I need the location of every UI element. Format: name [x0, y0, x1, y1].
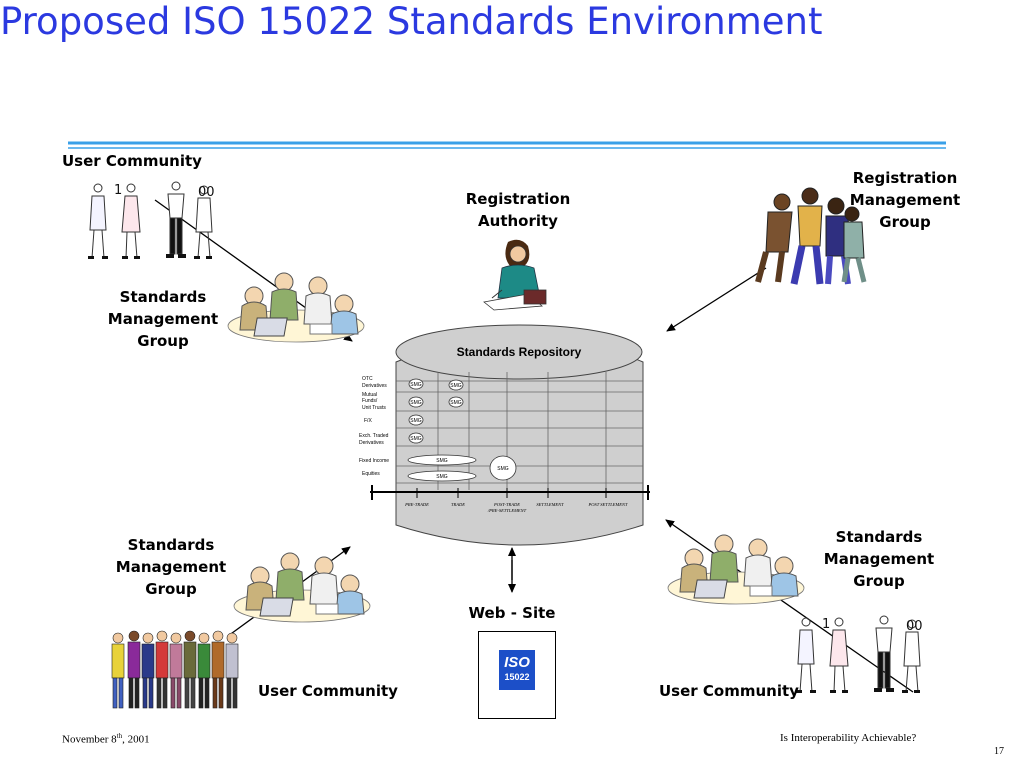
meeting-group-icon: [667, 534, 805, 605]
standards-repository: [370, 324, 650, 546]
label-line: Authority: [478, 212, 558, 230]
row-label-equities: Equities: [362, 471, 380, 477]
smg-marker: [448, 396, 464, 408]
axis-label-pre-trade: PRE-TRADE: [404, 502, 429, 507]
smg-marker: [408, 378, 424, 390]
iso-logo-icon: ISO 15022: [499, 650, 535, 690]
row-label-fixed-income: Fixed Income: [359, 458, 389, 464]
label-line: Standards: [835, 528, 923, 546]
arrow-rmg-to-repo: [666, 267, 767, 332]
registrar-woman-icon: [483, 239, 547, 311]
footer-center-text: Is Interoperability Achievable?: [780, 732, 917, 744]
axis-label-pre-settlement: /PRE-SETTLEMENT: [487, 508, 527, 513]
page-title: Proposed ISO 15022 Standards Environment: [0, 0, 823, 43]
axis-label-settlement: SETTLEMENT: [536, 502, 564, 507]
label-line: Standards: [119, 288, 207, 306]
row-label-otc-1: OTC: [362, 376, 373, 382]
axis-label-post-settlement: POST SETTLEMENT: [587, 502, 628, 507]
meeting-group-icon: [233, 552, 371, 623]
label-smg-bottom-left: Standards Management Group: [112, 534, 230, 600]
smg-label: SMG: [497, 466, 509, 472]
smg-marker: [408, 396, 424, 408]
label-line: Registration: [465, 190, 571, 208]
smg-marker: [489, 455, 517, 481]
people-group-icon: [111, 630, 239, 709]
smg-marker: [407, 470, 477, 482]
svg-text:1: 1: [822, 617, 830, 632]
svg-text:00: 00: [906, 619, 923, 634]
row-label-mutual-2: Funds/: [362, 398, 378, 404]
repository-title: Standards Repository: [457, 345, 582, 359]
footer-date: November 8th, 2001: [62, 732, 150, 746]
footer-date-prefix: November 8: [62, 733, 117, 746]
meeting-group-icon: [227, 272, 365, 343]
smg-label: SMG: [436, 458, 448, 464]
axis-label-trade: TRADE: [451, 502, 465, 507]
smg-label: SMG: [410, 400, 422, 406]
iso-logo-number: 15022: [504, 672, 530, 682]
label-user-community-bottom-left: User Community: [258, 682, 398, 700]
smg-marker: [408, 414, 424, 426]
smg-labels: SMG SMG SMG SMG SMG SMG SMG SMG SMG: [410, 382, 509, 480]
label-line: Management: [823, 550, 935, 568]
row-label-otc-2: Derivatives: [362, 383, 387, 389]
label-line: Group: [879, 213, 931, 231]
smg-label: SMG: [410, 382, 422, 388]
website-box: ISO 15022: [478, 631, 556, 719]
label-user-community-bottom-right: User Community: [659, 682, 799, 700]
label-web-site: Web - Site: [468, 604, 556, 622]
smg-label: SMG: [410, 436, 422, 442]
row-label-mutual-3: Unit Trusts: [362, 405, 386, 411]
smg-marker: [408, 432, 424, 444]
label-line: Management: [107, 310, 219, 328]
row-label-exch-2: Derivatives: [359, 440, 384, 446]
svg-text:1: 1: [114, 183, 122, 198]
row-label-exch-1: Exch. Traded: [359, 433, 389, 439]
huddle-group-icon: [755, 187, 867, 285]
label-line: Standards: [127, 536, 215, 554]
label-registration-authority: Registration Authority: [458, 188, 578, 232]
label-line: Management: [115, 558, 227, 576]
arrow-br-to-repo: [665, 519, 914, 693]
row-label-fx: F/X: [364, 418, 372, 424]
footer-date-suffix: , 2001: [122, 733, 150, 746]
smg-label: SMG: [450, 400, 462, 406]
people-group-icon: 1 00: [88, 181, 215, 259]
label-registration-management-group: Registration Management Group: [846, 167, 964, 233]
iso-logo-text: ISO: [504, 654, 530, 671]
label-line: Registration: [852, 169, 958, 187]
label-smg-top-left: Standards Management Group: [104, 286, 222, 352]
label-line: Management: [849, 191, 961, 209]
label-line: Group: [137, 332, 189, 350]
svg-text:00: 00: [198, 185, 215, 200]
people-group-icon: 1 00: [796, 615, 923, 693]
repository-row-labels: OTC Derivatives Mutual Funds/ Unit Trust…: [359, 376, 389, 477]
smg-label: SMG: [450, 383, 462, 389]
smg-label: SMG: [410, 418, 422, 424]
page-number: 17: [994, 746, 1004, 757]
smg-marker: [407, 454, 477, 466]
axis-label-post-trade: POST-TRADE: [493, 502, 520, 507]
label-line: Group: [145, 580, 197, 598]
label-user-community-top: User Community: [62, 152, 202, 170]
footer-date-sup: th: [116, 732, 123, 740]
smg-marker: [448, 379, 464, 391]
label-line: Group: [853, 572, 905, 590]
title-underline: [68, 141, 946, 149]
label-smg-bottom-right: Standards Management Group: [820, 526, 938, 592]
smg-label: SMG: [436, 474, 448, 480]
lifecycle-axis-labels: PRE-TRADE TRADE POST-TRADE /PRE-SETTLEME…: [404, 502, 628, 513]
row-label-mutual-1: Mutual: [362, 392, 377, 398]
